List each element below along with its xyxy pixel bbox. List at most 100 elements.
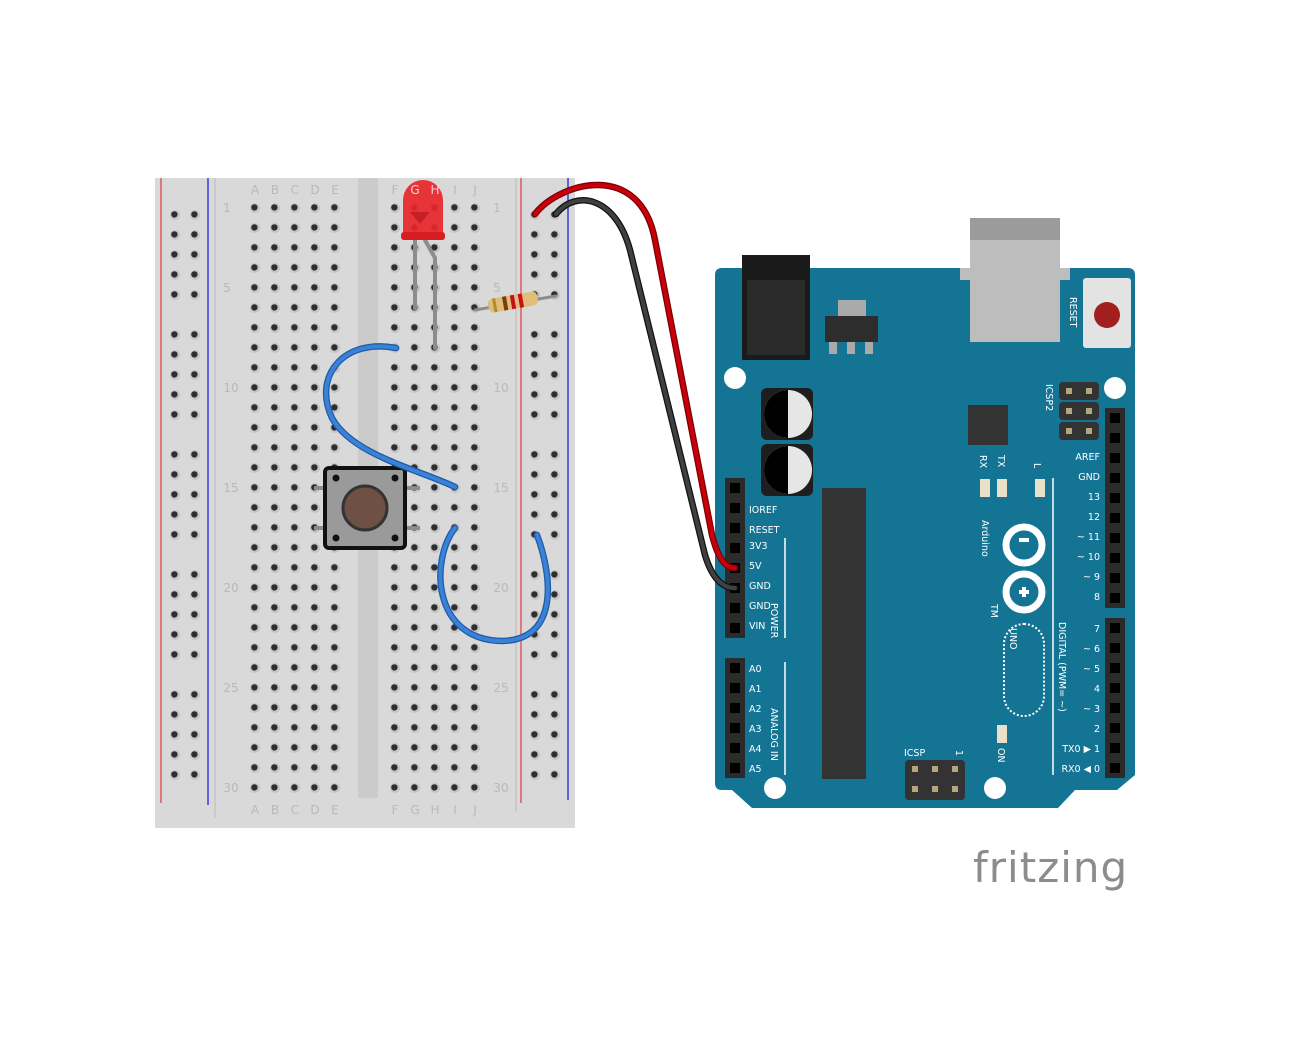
header-pin[interactable] [1110, 573, 1120, 583]
breadboard-hole-center [191, 251, 198, 258]
breadboard-hole-center [291, 604, 298, 611]
breadboard-hole-center [411, 544, 418, 551]
microcontroller-chip [822, 488, 866, 779]
breadboard-hole-center [391, 324, 398, 331]
header-pin[interactable] [1110, 723, 1120, 733]
breadboard-hole-center [471, 704, 478, 711]
breadboard-hole-center [551, 651, 558, 658]
header-pin[interactable] [730, 723, 740, 733]
header-pin[interactable] [1110, 493, 1120, 503]
row-label: 25 [493, 681, 508, 695]
breadboard-hole-center [431, 564, 438, 571]
breadboard-hole-center [431, 524, 438, 531]
icsp-pin1-label: 1 [953, 750, 964, 756]
header-strip [725, 658, 745, 778]
header-pin[interactable] [1110, 643, 1120, 653]
breadboard-hole-center [551, 271, 558, 278]
header-pin[interactable] [1110, 533, 1120, 543]
col-label: F [392, 803, 399, 817]
breadboard-hole-center [271, 404, 278, 411]
breadboard-hole-center [471, 464, 478, 471]
arduino-brand: Arduino [979, 520, 990, 557]
header-pin[interactable] [1110, 703, 1120, 713]
breadboard-hole-center [191, 731, 198, 738]
breadboard-hole-center [451, 344, 458, 351]
breadboard-hole-center [251, 724, 258, 731]
pushbutton[interactable] [314, 466, 420, 550]
header-pin[interactable] [730, 623, 740, 633]
breadboard-hole-center [531, 731, 538, 738]
breadboard-hole-center [531, 651, 538, 658]
breadboard-hole-center [311, 624, 318, 631]
breadboard-hole-center [191, 531, 198, 538]
breadboard-hole-center [471, 684, 478, 691]
header-pin[interactable] [730, 703, 740, 713]
header-pin[interactable] [1110, 453, 1120, 463]
breadboard-hole-center [431, 604, 438, 611]
header-pin[interactable] [730, 763, 740, 773]
col-label: D [310, 183, 319, 197]
header-pin[interactable] [730, 663, 740, 673]
header-pin[interactable] [730, 483, 740, 493]
header-pin[interactable] [730, 503, 740, 513]
header-pin[interactable] [730, 543, 740, 553]
breadboard-hole-center [551, 411, 558, 418]
breadboard-hole-center [271, 504, 278, 511]
red-led [401, 180, 445, 350]
header-pin[interactable] [1110, 553, 1120, 563]
breadboard-hole-center [411, 604, 418, 611]
header-pin[interactable] [1110, 513, 1120, 523]
breadboard-hole-center [531, 451, 538, 458]
breadboard-hole-center [291, 784, 298, 791]
breadboard-hole-center [551, 751, 558, 758]
breadboard-hole-center [171, 631, 178, 638]
breadboard-hole-center [331, 324, 338, 331]
breadboard-hole-center [551, 731, 558, 738]
header-pin[interactable] [1110, 413, 1120, 423]
breadboard-hole-center [431, 484, 438, 491]
header-pin[interactable] [1110, 473, 1120, 483]
breadboard-hole-center [391, 564, 398, 571]
digital-pin-label: ~ 11 [1077, 532, 1100, 543]
header-pin[interactable] [1110, 743, 1120, 753]
breadboard-hole-center [171, 571, 178, 578]
header-pin[interactable] [1110, 433, 1120, 443]
header-pin[interactable] [1110, 663, 1120, 673]
breadboard-hole-center [171, 611, 178, 618]
header-pin[interactable] [1110, 593, 1120, 603]
breadboard-hole-center [531, 351, 538, 358]
breadboard-hole-center [431, 664, 438, 671]
breadboard-hole-center [451, 444, 458, 451]
row-label: 1 [493, 201, 501, 215]
breadboard-hole-center [171, 351, 178, 358]
digital-pin-label: 12 [1088, 512, 1100, 523]
uno-label: UNO [1007, 628, 1018, 650]
header-pin[interactable] [730, 683, 740, 693]
breadboard-hole-center [191, 511, 198, 518]
breadboard-hole-center [171, 391, 178, 398]
breadboard-hole-center [291, 764, 298, 771]
breadboard-hole-center [271, 624, 278, 631]
breadboard-hole-center [171, 271, 178, 278]
header-pin[interactable] [730, 743, 740, 753]
breadboard-hole-center [451, 664, 458, 671]
breadboard-hole-center [471, 664, 478, 671]
header-pin[interactable] [1110, 763, 1120, 773]
header-pin[interactable] [1110, 623, 1120, 633]
header-pin[interactable] [730, 523, 740, 533]
breadboard-hole-center [451, 744, 458, 751]
header-pin[interactable] [1110, 683, 1120, 693]
header-pin[interactable] [730, 603, 740, 613]
breadboard-hole-center [311, 564, 318, 571]
breadboard-hole-center [331, 644, 338, 651]
breadboard-hole-center [271, 264, 278, 271]
digital-pin-label: TX0 ▶ 1 [1061, 744, 1100, 755]
breadboard-hole-center [331, 444, 338, 451]
breadboard-hole-center [451, 704, 458, 711]
breadboard-hole-center [471, 644, 478, 651]
breadboard-hole-center [451, 464, 458, 471]
breadboard-top-column-labels: A B C D E F G H I J [251, 183, 477, 197]
breadboard-hole-center [271, 724, 278, 731]
breadboard-hole-center [311, 304, 318, 311]
